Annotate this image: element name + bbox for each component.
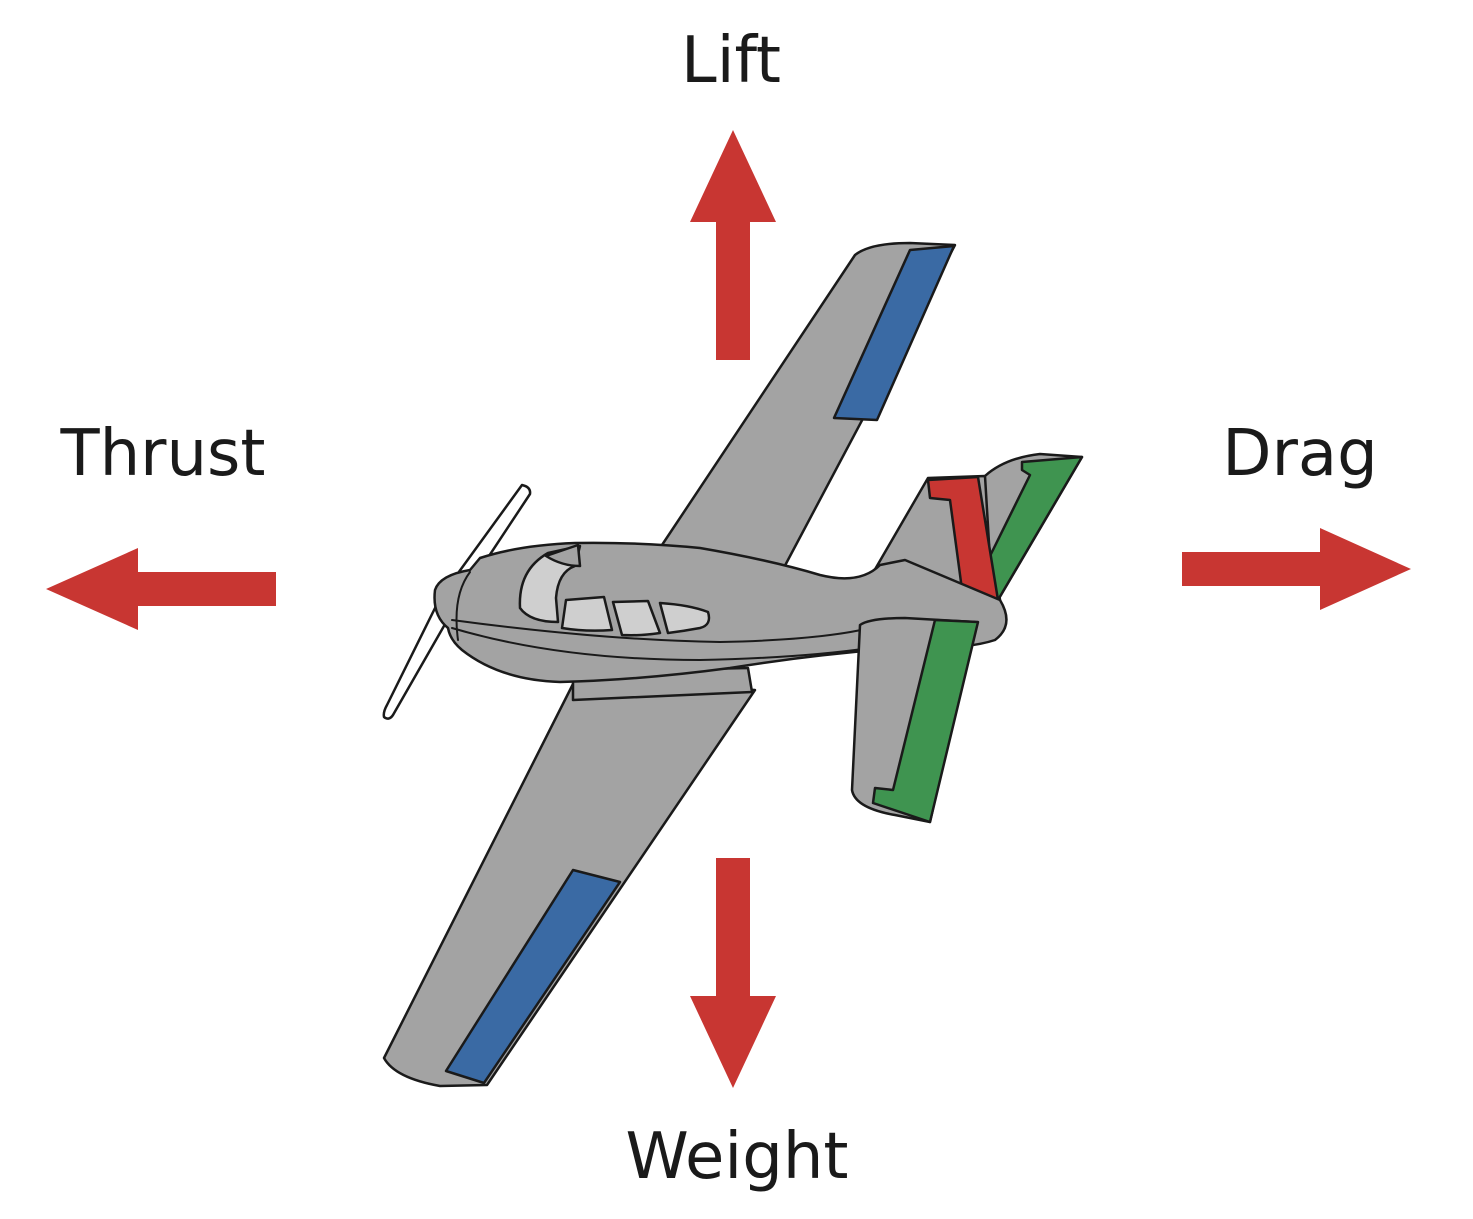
thrust-arrow [46, 548, 276, 630]
thrust-label: Thrust [60, 417, 266, 491]
fuselage-stripe-upper [451, 619, 871, 644]
window-rear [658, 601, 711, 635]
window-middle [611, 599, 662, 637]
weight-arrow-shape [690, 858, 776, 1088]
weight-label: Weight [626, 1120, 849, 1194]
weight-arrow [690, 858, 776, 1088]
canopy-top [544, 543, 582, 568]
near-elevator [871, 618, 980, 824]
fuselage-stripe-lower [451, 627, 871, 662]
lift-arrow [690, 130, 776, 360]
lower-aileron [444, 868, 622, 1085]
drag-arrow-shape [1182, 528, 1411, 610]
window-front [560, 595, 614, 632]
drag-label: Drag [1222, 417, 1377, 491]
nose-cowl-line [455, 571, 471, 641]
drag-arrow [1182, 528, 1411, 610]
airplane-illustration [382, 241, 1084, 1088]
lift-label: Lift [681, 24, 781, 98]
upper-aileron [832, 244, 956, 422]
lift-arrow-shape [690, 130, 776, 360]
thrust-arrow-shape [46, 548, 276, 630]
